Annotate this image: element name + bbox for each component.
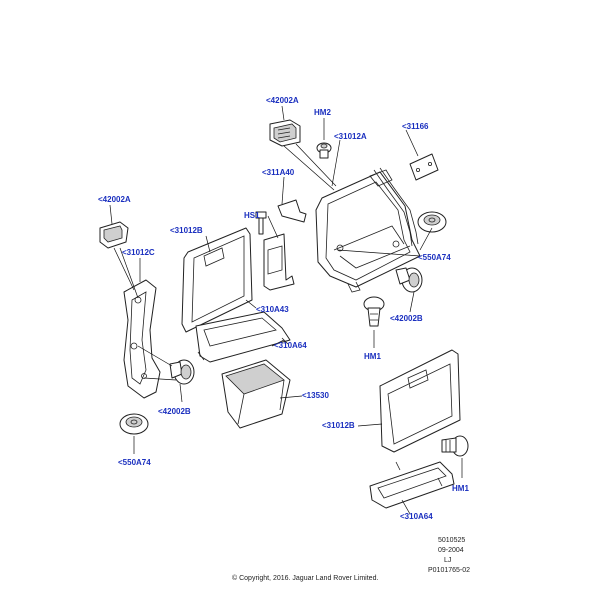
callout-31012c[interactable]: <31012C xyxy=(122,248,155,257)
storage-bin-13530 xyxy=(221,359,291,429)
callout-hm2[interactable]: HM2 xyxy=(314,108,331,117)
callout-31012b-bottom[interactable]: <31012B xyxy=(322,421,355,430)
reference-initials: LJ xyxy=(444,557,452,564)
clip-42002a-top xyxy=(269,119,301,147)
callout-310a43[interactable]: <310A43 xyxy=(256,305,289,314)
callout-31012a[interactable]: <31012A xyxy=(334,132,367,141)
push-rivet-hm1-lower xyxy=(441,435,469,457)
reference-code: 5010525 xyxy=(438,537,466,544)
tray-310a64-upper xyxy=(195,311,291,363)
copyright-notice: © Copyright, 2016. Jaguar Land Rover Lim… xyxy=(232,575,379,582)
rivet-hm2 xyxy=(316,142,332,159)
knob-42002b-right xyxy=(395,267,423,293)
reference-date: 09-2004 xyxy=(438,547,464,554)
trim-panel-31012a xyxy=(315,169,421,293)
knob-42002b-left xyxy=(169,359,195,385)
strap-31166 xyxy=(373,153,439,247)
callout-31012b-top[interactable]: <31012B xyxy=(170,226,203,235)
push-rivet-hm1-upper xyxy=(363,296,385,327)
callout-42002b-left[interactable]: <42002B xyxy=(158,407,191,416)
callout-hm1-lower[interactable]: HM1 xyxy=(452,484,469,493)
clip-42002a-left xyxy=(99,221,129,249)
reference-drawing-number: P0101765-02 xyxy=(428,567,471,574)
callout-31166[interactable]: <31166 xyxy=(402,122,429,131)
bolt-hs1 xyxy=(255,211,267,235)
callout-311a40[interactable]: <311A40 xyxy=(262,168,295,177)
trim-panel-31012b-bottom xyxy=(379,349,461,453)
callout-550a74-right[interactable]: <550A74 xyxy=(418,253,451,262)
callout-550a74-left[interactable]: <550A74 xyxy=(118,458,151,467)
callout-13530[interactable]: <13530 xyxy=(302,391,329,400)
rotary-clip-550a74-left xyxy=(119,413,149,435)
callout-42002a-left[interactable]: <42002A xyxy=(98,195,131,204)
callout-42002a-top[interactable]: <42002A xyxy=(266,96,299,105)
callout-310a64-lower[interactable]: <310A64 xyxy=(400,512,433,521)
trim-panel-31012b-top xyxy=(181,227,253,333)
tray-310a64-lower xyxy=(369,461,455,509)
rotary-clip-550a74-right xyxy=(417,211,447,233)
bracket-311a40 xyxy=(263,199,307,291)
leader-lines xyxy=(109,105,463,515)
callout-hs1[interactable]: HS1 xyxy=(244,211,260,220)
callout-42002b-right[interactable]: <42002B xyxy=(390,314,423,323)
callout-310a64-upper[interactable]: <310A64 xyxy=(274,341,307,350)
callout-hm1-upper[interactable]: HM1 xyxy=(364,352,381,361)
pillar-trim-31012c xyxy=(123,279,161,399)
